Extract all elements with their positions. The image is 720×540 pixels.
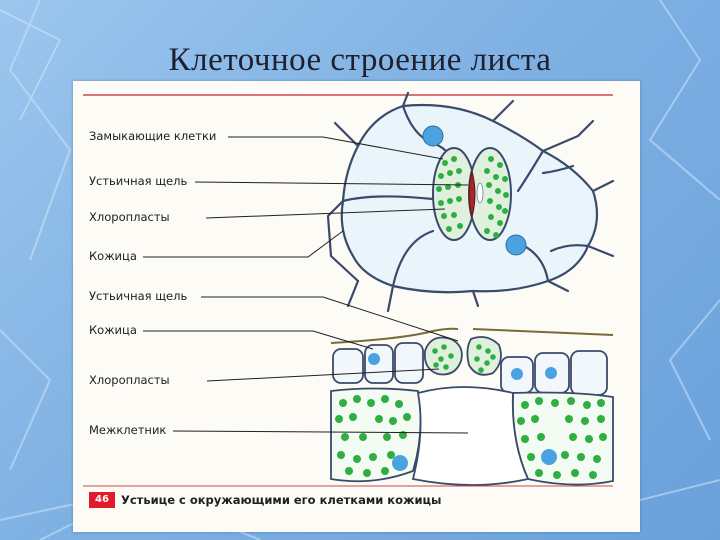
slit-highlight [476,182,484,204]
figure-caption: Устьице с окружающими его клетками кожиц… [121,493,442,507]
slide-title: Клеточное строение листа [168,42,552,78]
label-chloroplasts-bottom: Хлоропласты [89,373,170,387]
intercellular-space [411,386,530,486]
cell-wall [549,244,590,253]
label-intercellular-space: Межклетник [89,423,167,437]
label-guard-cells: Замыкающие клетки [89,129,217,143]
epidermal-cell [332,348,364,384]
cell-wall [386,284,395,313]
nucleus [541,449,557,465]
stomatal-slit [468,169,476,219]
cuticle [472,328,614,336]
chloroplasts-guard-section [432,344,496,373]
nucleus [545,367,557,379]
nucleus [368,353,380,365]
epidermal-cell [394,342,424,384]
nucleus [422,125,444,147]
cell-wall [401,91,410,108]
label-chloroplasts-top: Хлоропласты [89,210,170,224]
guard-cell-section-left [423,336,463,376]
nucleus [505,234,527,256]
chloroplasts-guard [436,156,509,238]
guard-cells [432,147,512,241]
cell-wall [541,164,575,175]
cell-wall [341,195,435,203]
label-stomatal-slit-top: Устьичная щель [89,174,188,188]
figure-number-badge: 46 [89,492,115,508]
cell-wall [333,121,360,148]
label-epidermis-bottom: Кожица [89,323,137,337]
epidermal-cell [570,350,608,396]
leaf-cross-section [330,327,614,486]
guard-cell-section-right [466,336,502,376]
cell-wall [471,289,480,308]
cell-wall [591,179,615,193]
label-stomatal-slit-bottom: Устьичная щель [89,289,188,303]
cell-wall [516,149,545,193]
cell-wall [346,279,360,308]
cell-wall [391,229,435,288]
stomata-diagram [83,91,615,487]
cell-wall [491,99,515,123]
epidermal-cell [364,344,394,384]
cell-wall [326,199,360,283]
cell-wall [546,279,570,293]
leaf-cell-figure: Замыкающие клетки Устьичная щель Хлоропл… [73,81,640,532]
nucleus [392,455,408,471]
cell-wall [586,244,615,258]
nucleus [511,368,523,380]
leader-lines [143,136,469,434]
label-epidermis-top: Кожица [89,249,137,263]
cell-wall [541,119,595,153]
